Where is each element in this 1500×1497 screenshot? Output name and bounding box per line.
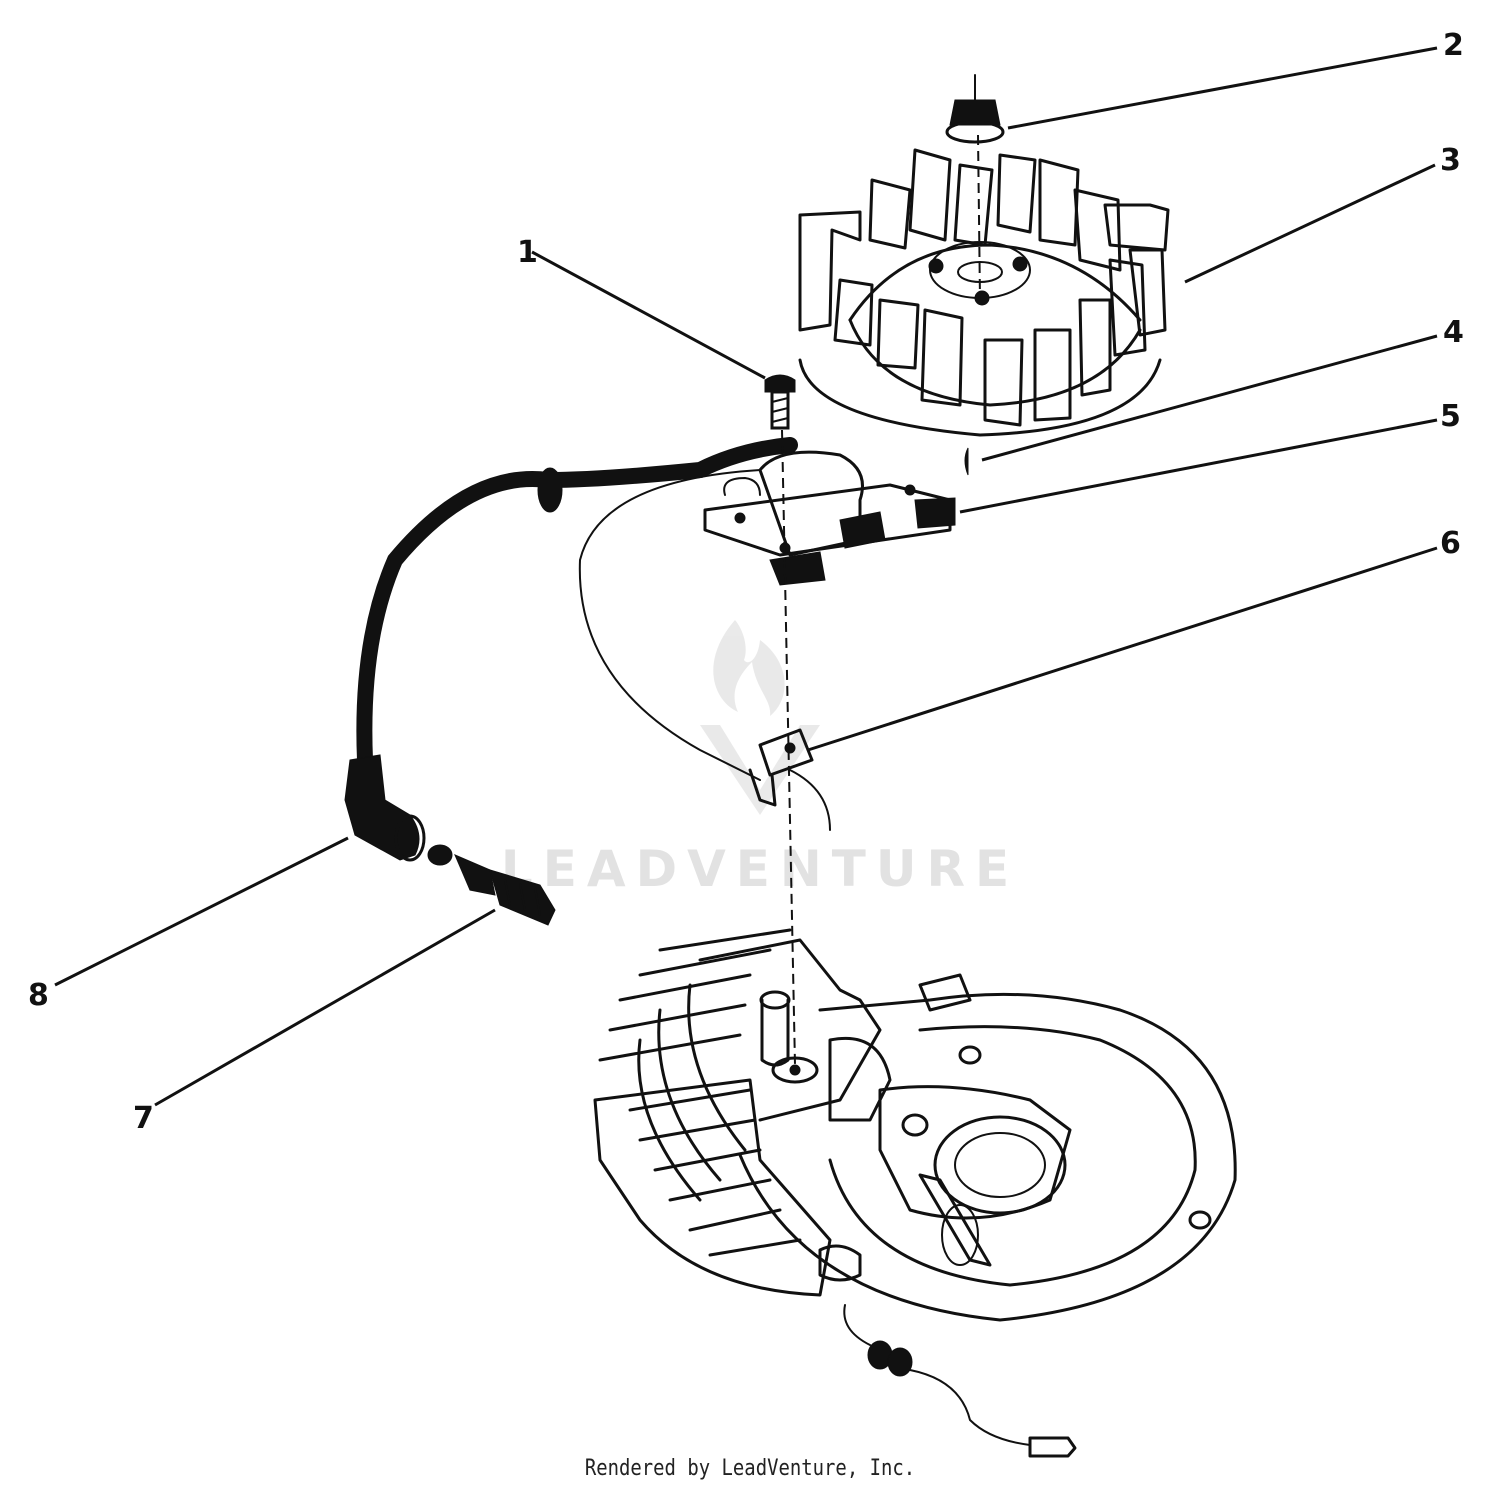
- callout-leader-8: [54, 836, 349, 987]
- spark-plug-part[interactable]: [427, 844, 556, 926]
- callout-number-3: 3: [1440, 143, 1461, 178]
- spark-plug-boot-part[interactable]: [344, 754, 426, 862]
- callout-number-6: 6: [1440, 526, 1461, 561]
- flywheel-part[interactable]: [798, 148, 1170, 437]
- ground-wire: [578, 469, 761, 781]
- assembly-axis-screw: [781, 429, 796, 1066]
- flywheel-nut-part[interactable]: [945, 74, 1005, 144]
- callout-number-8: 8: [28, 978, 49, 1013]
- wire-clip-part[interactable]: [748, 728, 831, 831]
- callout-number-5: 5: [1440, 399, 1461, 434]
- watermark-text: LEADVENTURE: [500, 840, 1020, 898]
- callout-leader-7: [154, 908, 496, 1107]
- callout-leader-3: [1184, 163, 1436, 284]
- callout-leader-1: [531, 250, 766, 380]
- callout-number-1: 1: [517, 235, 538, 270]
- assembly-axis-flywheel: [977, 134, 981, 301]
- footer-credit: Rendered by LeadVenture, Inc.: [584, 1456, 916, 1481]
- callout-leader-4: [981, 334, 1438, 462]
- callout-number-4: 4: [1443, 315, 1464, 350]
- watermark-logo: [700, 620, 820, 815]
- callout-leader-2: [1007, 46, 1438, 130]
- screw-part[interactable]: [764, 374, 796, 430]
- callout-leader-6: [807, 546, 1438, 752]
- ignition-module-part[interactable]: [703, 450, 956, 586]
- callout-leader-5: [959, 418, 1438, 514]
- engine-block: [593, 928, 1237, 1322]
- callout-number-7: 7: [133, 1101, 154, 1136]
- callout-number-2: 2: [1443, 28, 1464, 63]
- spark-plug-lead: [356, 437, 798, 768]
- stop-switch-wire: [843, 1304, 1077, 1458]
- flywheel-key-part[interactable]: [964, 447, 969, 476]
